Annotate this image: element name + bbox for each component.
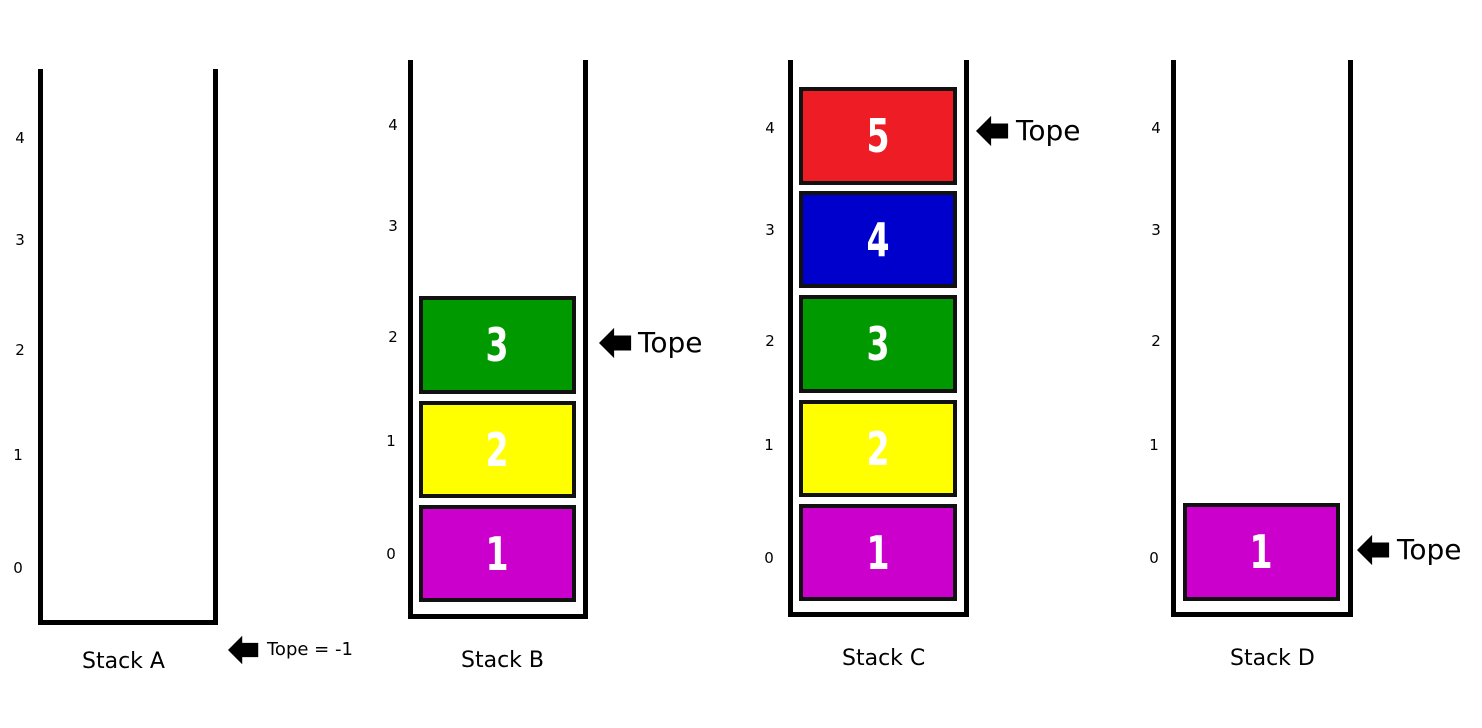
stack-a-index-1: 1 (13, 446, 23, 464)
stack-c-element-5-value: 5 (866, 109, 890, 163)
stack-b-container (408, 60, 588, 619)
stack-a-top-pointer: Tope = -1 (228, 634, 353, 666)
stack-c-index-2: 2 (765, 332, 775, 350)
stack-c-element-3: 3 (799, 295, 957, 393)
stack-c-top-pointer-label: Tope (1016, 114, 1081, 147)
stack-c-element-2-value: 2 (866, 421, 890, 476)
stack-d-top-pointer: Tope (1357, 533, 1461, 567)
stack-a-top-pointer-label: Tope = -1 (267, 639, 353, 660)
stack-b-element-1-value: 1 (485, 526, 510, 581)
stack-b-top-pointer-label: Tope (638, 326, 703, 359)
stack-c-element-1-value: 1 (866, 525, 890, 580)
stack-b-element-3-value: 3 (485, 318, 510, 372)
stack-d-element-1: 1 (1183, 503, 1340, 601)
stack-b-index-2: 2 (388, 328, 398, 346)
stack-a-index-4: 4 (15, 129, 25, 147)
stack-c-element-3-value: 3 (866, 317, 890, 371)
stack-c-element-5: 5 (799, 87, 957, 185)
stack-a-index-3: 3 (15, 231, 25, 249)
stack-c-index-3: 3 (765, 221, 775, 239)
stack-c-element-4-value: 4 (866, 212, 890, 267)
stack-b-top-pointer: Tope (599, 326, 702, 360)
stack-b-index-3: 3 (388, 217, 398, 235)
stack-b-element-2: 2 (419, 401, 576, 498)
stack-d-index-3: 3 (1151, 221, 1161, 239)
stack-a-index-0: 0 (13, 559, 23, 577)
stack-c-top-pointer: Tope (976, 114, 1080, 148)
stack-d-container (1171, 60, 1353, 617)
stack-b-element-1: 1 (419, 505, 576, 602)
stack-c-index-1: 1 (764, 436, 774, 454)
stack-a-container (38, 69, 218, 625)
left-arrow-icon (228, 635, 259, 665)
stack-c-element-2: 2 (799, 400, 957, 497)
stack-a-index-2: 2 (15, 341, 25, 359)
stack-d-index-2: 2 (1151, 332, 1161, 350)
left-arrow-icon (1357, 534, 1390, 566)
stack-d-index-4: 4 (1151, 119, 1161, 137)
stack-c-index-4: 4 (765, 119, 775, 137)
left-arrow-icon (976, 115, 1009, 147)
stack-c-element-1: 1 (799, 504, 957, 601)
stack-c-container (788, 60, 969, 617)
stack-d-label: Stack D (1230, 646, 1315, 671)
left-arrow-icon (599, 327, 632, 359)
stack-b-label: Stack B (461, 648, 544, 673)
stack-a-label: Stack A (82, 649, 165, 674)
stack-d-top-pointer-label: Tope (1397, 533, 1462, 566)
stack-b-index-1: 1 (386, 432, 396, 450)
stack-d-element-1-value: 1 (1249, 525, 1274, 579)
stack-c-index-0: 0 (764, 549, 774, 567)
stack-c-label: Stack C (842, 646, 926, 671)
stack-b-element-2-value: 2 (485, 422, 510, 477)
stack-b-index-4: 4 (388, 116, 398, 134)
stack-b-index-0: 0 (386, 545, 396, 563)
stack-d-index-0: 0 (1149, 549, 1159, 567)
stack-d-index-1: 1 (1149, 436, 1159, 454)
stack-b-element-3: 3 (419, 296, 576, 394)
stack-c-element-4: 4 (799, 191, 957, 288)
